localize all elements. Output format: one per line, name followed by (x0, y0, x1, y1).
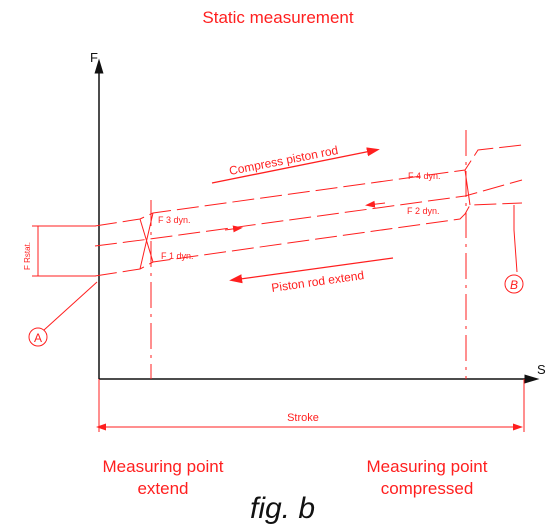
force-curves (94, 144, 523, 277)
f2-label: F 2 dyn. (407, 206, 440, 216)
middle-curve-upper (94, 179, 523, 247)
measuring-point-compressed: Measuring point compressed (342, 456, 512, 500)
extend-direction-arrow (229, 257, 394, 284)
measuring-point-compressed-line2: compressed (380, 479, 474, 498)
stroke-label: Stroke (287, 412, 319, 424)
arrow-on-compress-curve (224, 225, 243, 233)
f3-label: F 3 dyn. (158, 215, 191, 225)
f1-label: F 1 dyn. (161, 251, 194, 261)
measuring-point-extend-line1: Measuring point (102, 457, 224, 476)
measuring-point-compressed-line1: Measuring point (366, 457, 488, 476)
marker-b-circle (504, 274, 524, 294)
compress-direction-arrow (211, 147, 380, 184)
measuring-point-extend: Measuring point extend (88, 456, 238, 500)
f-rstat-label: F Rstat. (23, 242, 32, 270)
marker-a-label: A (34, 331, 42, 345)
f-rstat-dimension (32, 225, 96, 277)
measuring-point-extend-line2: extend (137, 479, 189, 498)
extend-label: Piston rod extend (270, 268, 364, 295)
marker-a-circle (28, 327, 48, 347)
compress-curve (94, 144, 523, 227)
extend-curve (94, 202, 523, 277)
marker-b-label: B (510, 278, 518, 292)
f4-label: F 4 dyn. (408, 171, 441, 181)
y-axis-label: F (90, 50, 98, 65)
x-axis-label: S (537, 362, 546, 377)
diagram-title: Static measurement (202, 8, 354, 27)
arrow-on-extend-curve (365, 200, 386, 208)
marker-a-leader (43, 281, 98, 331)
figure-caption: fig. b (250, 492, 316, 525)
